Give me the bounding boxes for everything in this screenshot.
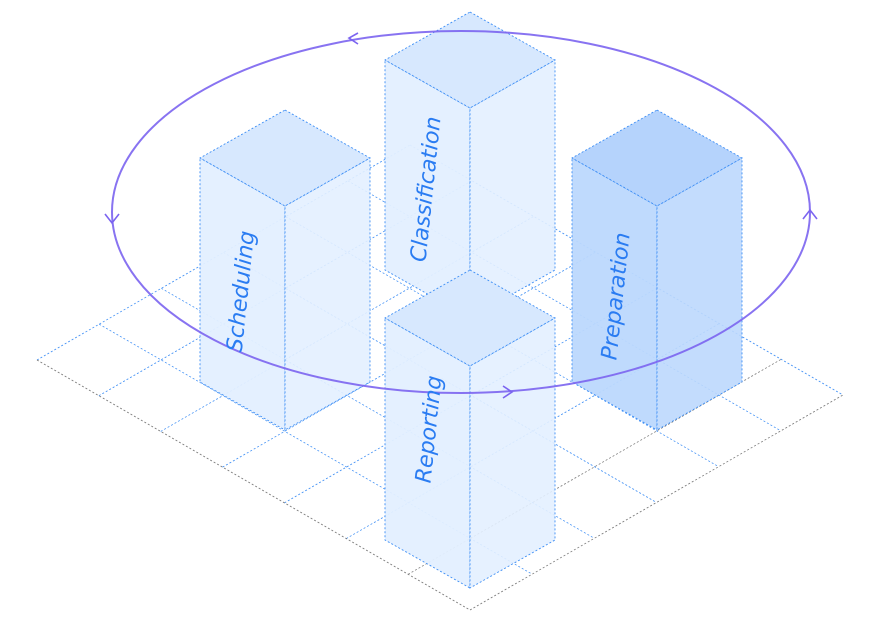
box-right-face	[469, 317, 556, 589]
box-top-face	[571, 109, 743, 207]
arrow-icon-left	[104, 213, 120, 225]
box-right-face	[656, 157, 743, 431]
cycle-ring	[104, 30, 818, 399]
box-left-face	[384, 317, 471, 589]
box-top-face	[384, 11, 556, 109]
box-top-face	[199, 109, 371, 207]
box-left-face	[384, 59, 471, 319]
arrow-icon-bottom	[502, 385, 514, 399]
arrow-icon-right	[802, 208, 818, 220]
boxes	[199, 11, 743, 589]
box-top-face	[384, 269, 556, 367]
box-right-face	[469, 59, 556, 319]
box-classification	[384, 11, 556, 319]
arrow-icon-top	[347, 32, 359, 45]
grid-line	[36, 359, 471, 611]
box-reporting	[384, 269, 556, 589]
box-preparation	[571, 109, 743, 431]
